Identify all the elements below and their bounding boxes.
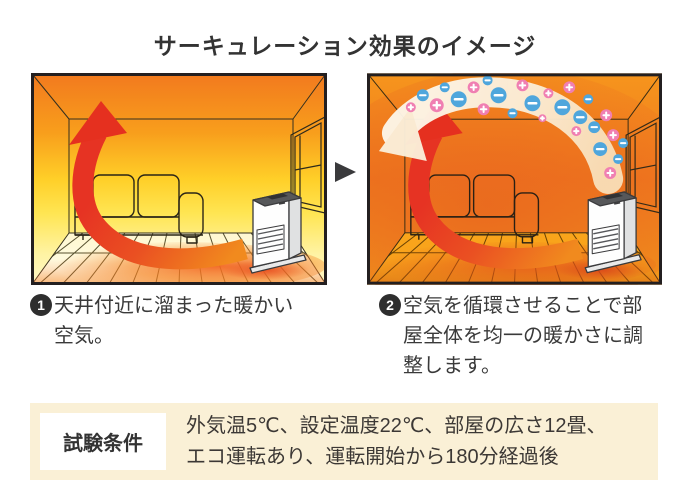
conditions-label: 試験条件 <box>40 413 166 470</box>
minus-ion-icon <box>524 95 541 112</box>
plus-ion-icon <box>467 81 480 94</box>
minus-ion-icon <box>573 110 588 125</box>
plus-ion-icon <box>477 103 490 116</box>
page-title: サーキュレーション効果のイメージ <box>153 33 537 59</box>
plus-ion-icon <box>538 114 547 123</box>
room-border <box>367 73 662 285</box>
plus-ion-icon <box>405 102 416 113</box>
minus-ion-icon <box>554 99 571 116</box>
minus-ion-icon <box>613 154 624 165</box>
caption-step-2: 2 空気を循環させることで部 屋全体を均一の暖かさに調 整します。 <box>379 291 669 381</box>
caption-step-2-text: 空気を循環させることで部 屋全体を均一の暖かさに調 整します。 <box>403 295 643 377</box>
minus-ion-icon <box>490 87 507 104</box>
plus-ion-icon <box>600 109 613 122</box>
plus-ion-icon <box>429 98 444 113</box>
minus-ion-icon <box>439 82 450 93</box>
minus-ion-icon <box>588 121 601 134</box>
plus-ion-icon <box>543 88 554 99</box>
room-perspective-lines <box>32 74 326 284</box>
minus-ion-icon <box>618 138 629 149</box>
room-illustration-after <box>367 73 662 285</box>
plus-ion-icon <box>604 167 617 179</box>
minus-ion-icon <box>593 142 608 157</box>
minus-ion-icon <box>583 94 594 105</box>
step-1-number-badge: 1 <box>30 294 52 316</box>
caption-step-1-text: 天井付近に溜まった暖かい 空気。 <box>54 295 294 347</box>
minus-ion-icon <box>416 89 429 102</box>
heater-icon <box>556 191 645 280</box>
circulation-arrow-icon <box>69 101 248 270</box>
plus-ion-icon <box>571 126 582 137</box>
conditions-text: 外気温5℃、設定温度22℃、部屋の広さ12畳、 エコ運転あり、運転開始から180… <box>186 414 607 468</box>
minus-ion-icon <box>507 108 518 119</box>
minus-ion-icon <box>450 91 467 108</box>
test-conditions-panel: 試験条件 外気温5℃、設定温度22℃、部屋の広さ12畳、 エコ運転あり、運転開始… <box>30 403 658 480</box>
minus-ion-icon <box>482 75 493 86</box>
heater-icon <box>221 191 309 280</box>
next-step-arrow-icon <box>335 162 356 182</box>
plus-ion-icon <box>563 81 576 94</box>
circulation-arrow-icon <box>404 101 584 270</box>
plus-ion-icon <box>607 129 620 142</box>
room-border <box>31 73 327 285</box>
room-illustration-before <box>31 73 327 285</box>
step-2-number-badge: 2 <box>379 294 401 316</box>
room-perspective-lines <box>368 75 661 283</box>
plus-minus-ions <box>405 75 629 179</box>
plus-ion-icon <box>516 79 529 92</box>
caption-step-1: 1 天井付近に溜まった暖かい 空気。 <box>30 291 330 351</box>
